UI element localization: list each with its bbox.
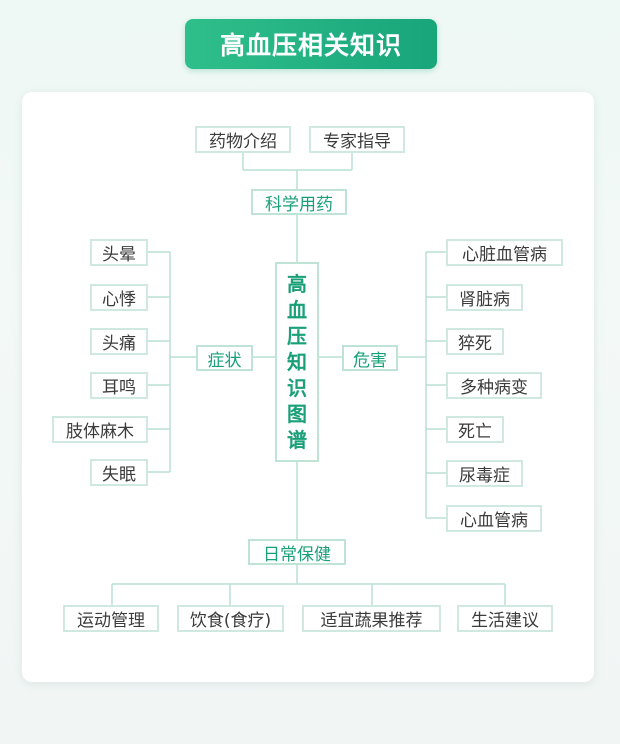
harm-item: 死亡 <box>446 416 504 443</box>
harm-item: 猝死 <box>446 328 504 355</box>
harm-item: 多种病变 <box>446 372 542 399</box>
harm-item: 心脏血管病 <box>446 239 563 266</box>
symptom-item: 耳鸣 <box>90 372 148 399</box>
harm-item: 心血管病 <box>446 505 542 532</box>
center-char: 谱 <box>287 428 307 452</box>
harm-item: 肾脏病 <box>446 284 523 311</box>
symptom-item: 肢体麻木 <box>52 416 148 443</box>
symptom-item: 失眠 <box>90 459 148 486</box>
center-char: 高 <box>287 272 307 296</box>
center-node: 高 血 压 知 识 图 谱 <box>275 262 319 462</box>
hub-harm: 危害 <box>342 345 398 371</box>
hub-care: 日常保健 <box>248 539 346 565</box>
symptom-item: 头晕 <box>90 239 148 266</box>
center-char: 血 <box>287 298 307 322</box>
center-char: 知 <box>287 350 307 374</box>
symptom-item: 心悸 <box>90 284 148 311</box>
hub-symptoms: 症状 <box>196 345 253 371</box>
center-char: 识 <box>287 376 307 400</box>
center-char: 压 <box>287 324 307 348</box>
hub-medication: 科学用药 <box>251 189 347 215</box>
medication-item: 药物介绍 <box>195 126 291 153</box>
care-item: 运动管理 <box>63 605 159 632</box>
care-item: 饮食(食疗) <box>177 605 284 632</box>
symptom-item: 头痛 <box>90 328 148 355</box>
care-item: 适宜蔬果推荐 <box>302 605 441 632</box>
page-title: 高血压相关知识 <box>185 19 437 69</box>
medication-item: 专家指导 <box>309 126 405 153</box>
care-item: 生活建议 <box>457 605 553 632</box>
harm-item: 尿毒症 <box>446 460 523 487</box>
center-char: 图 <box>287 402 307 426</box>
